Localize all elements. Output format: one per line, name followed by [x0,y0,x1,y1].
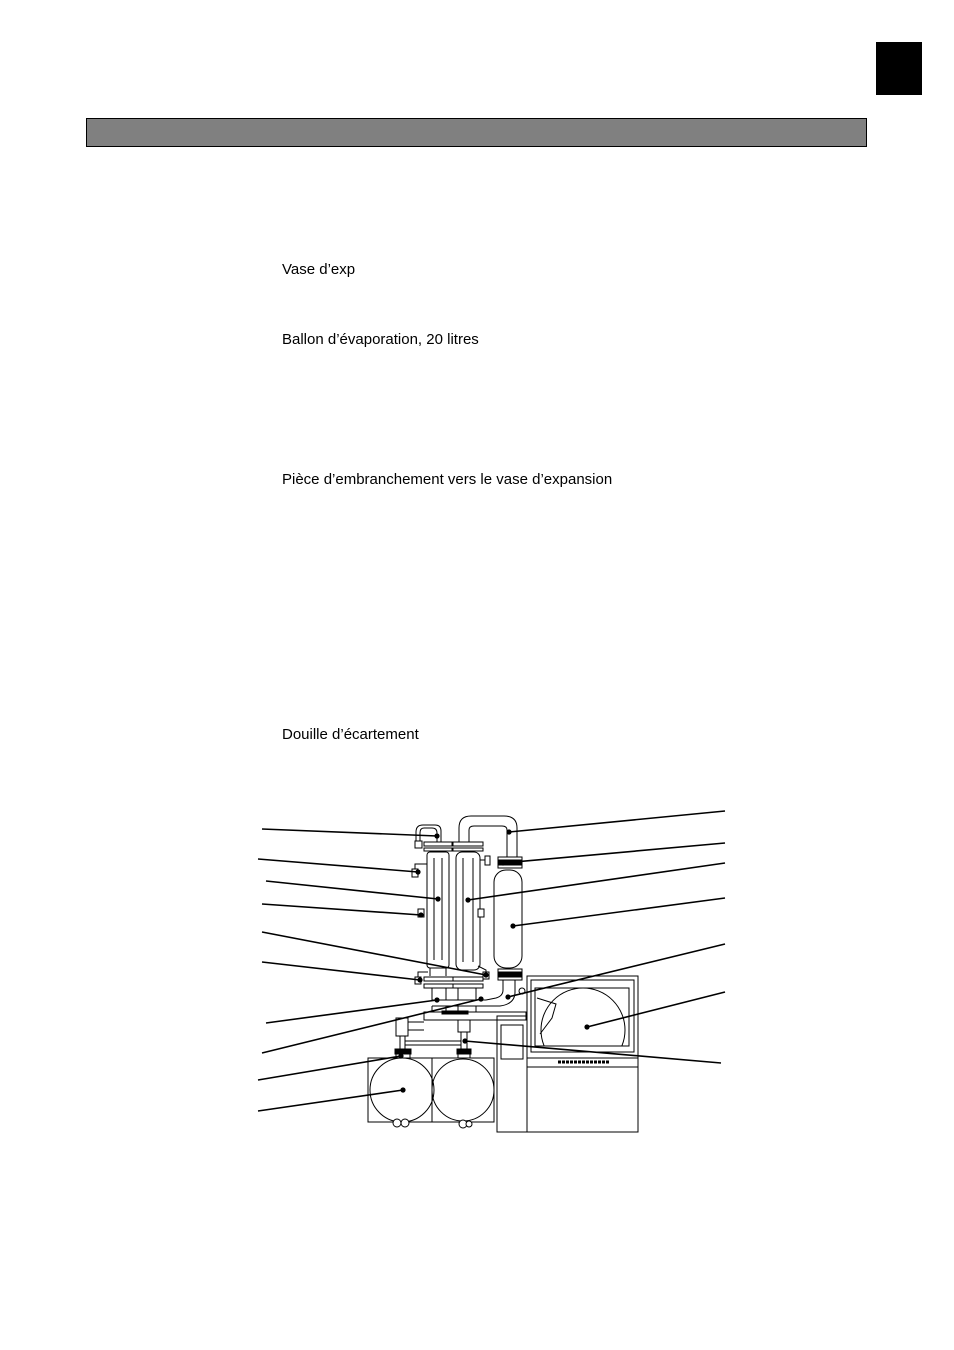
leader-dot [434,833,440,839]
leader-dot [398,1053,404,1059]
leader-dot [418,912,424,918]
parts-list-item-branch-piece: Pièce d’embranchement vers le vase d’exp… [282,471,613,488]
leader-line-right-6 [586,991,726,1028]
expansion-vessel [484,856,526,1007]
leader-line-left-4 [261,903,422,916]
section-header-bar [86,118,867,147]
parts-list-item-spacer-sleeve: Douille d’écartement [282,726,419,743]
leader-line-right-1 [508,810,726,833]
leader-line-right-5 [507,943,726,998]
section-tab-marker [876,42,922,95]
leader-line-left-2 [257,858,419,873]
leader-dot [483,972,489,978]
leader-dot [505,994,511,1000]
leader-dot [510,923,516,929]
leader-dot [478,996,484,1002]
left-condenser [411,824,455,1001]
leader-line-left-6 [261,961,421,981]
leader-lines-left [257,828,489,1112]
leader-line-left-1 [261,828,438,837]
leader-dot [417,977,423,983]
leader-line-right-7 [464,1040,722,1064]
leader-lines-right [462,810,726,1064]
leader-dot [465,897,471,903]
leader-line-left-10 [257,1089,404,1112]
leader-dot [506,829,512,835]
leader-line-left-9 [257,1055,402,1081]
leader-dot [400,1087,406,1093]
parts-list-item-expansion-vessel: Vase d’exp [282,261,356,278]
leader-line-right-4 [512,897,726,927]
receiver-pipes [394,1017,472,1059]
leader-line-left-3 [265,880,439,900]
leader-line-left-5 [261,931,487,976]
receiving-flasks [367,1057,495,1129]
leader-dot [434,997,440,1003]
leader-dot [415,869,421,875]
leader-dot [435,896,441,902]
leader-dot [462,1038,468,1044]
leader-dot [500,860,506,866]
leader-line-right-3 [467,862,726,901]
leader-line-left-8 [261,998,482,1054]
rotary-evaporator-diagram [257,810,726,1133]
leader-line-right-2 [502,842,726,864]
parts-list-item-evaporation-flask: Ballon d’évaporation, 20 litres [282,331,479,348]
leader-dot [584,1024,590,1030]
leader-line-left-7 [265,999,438,1024]
